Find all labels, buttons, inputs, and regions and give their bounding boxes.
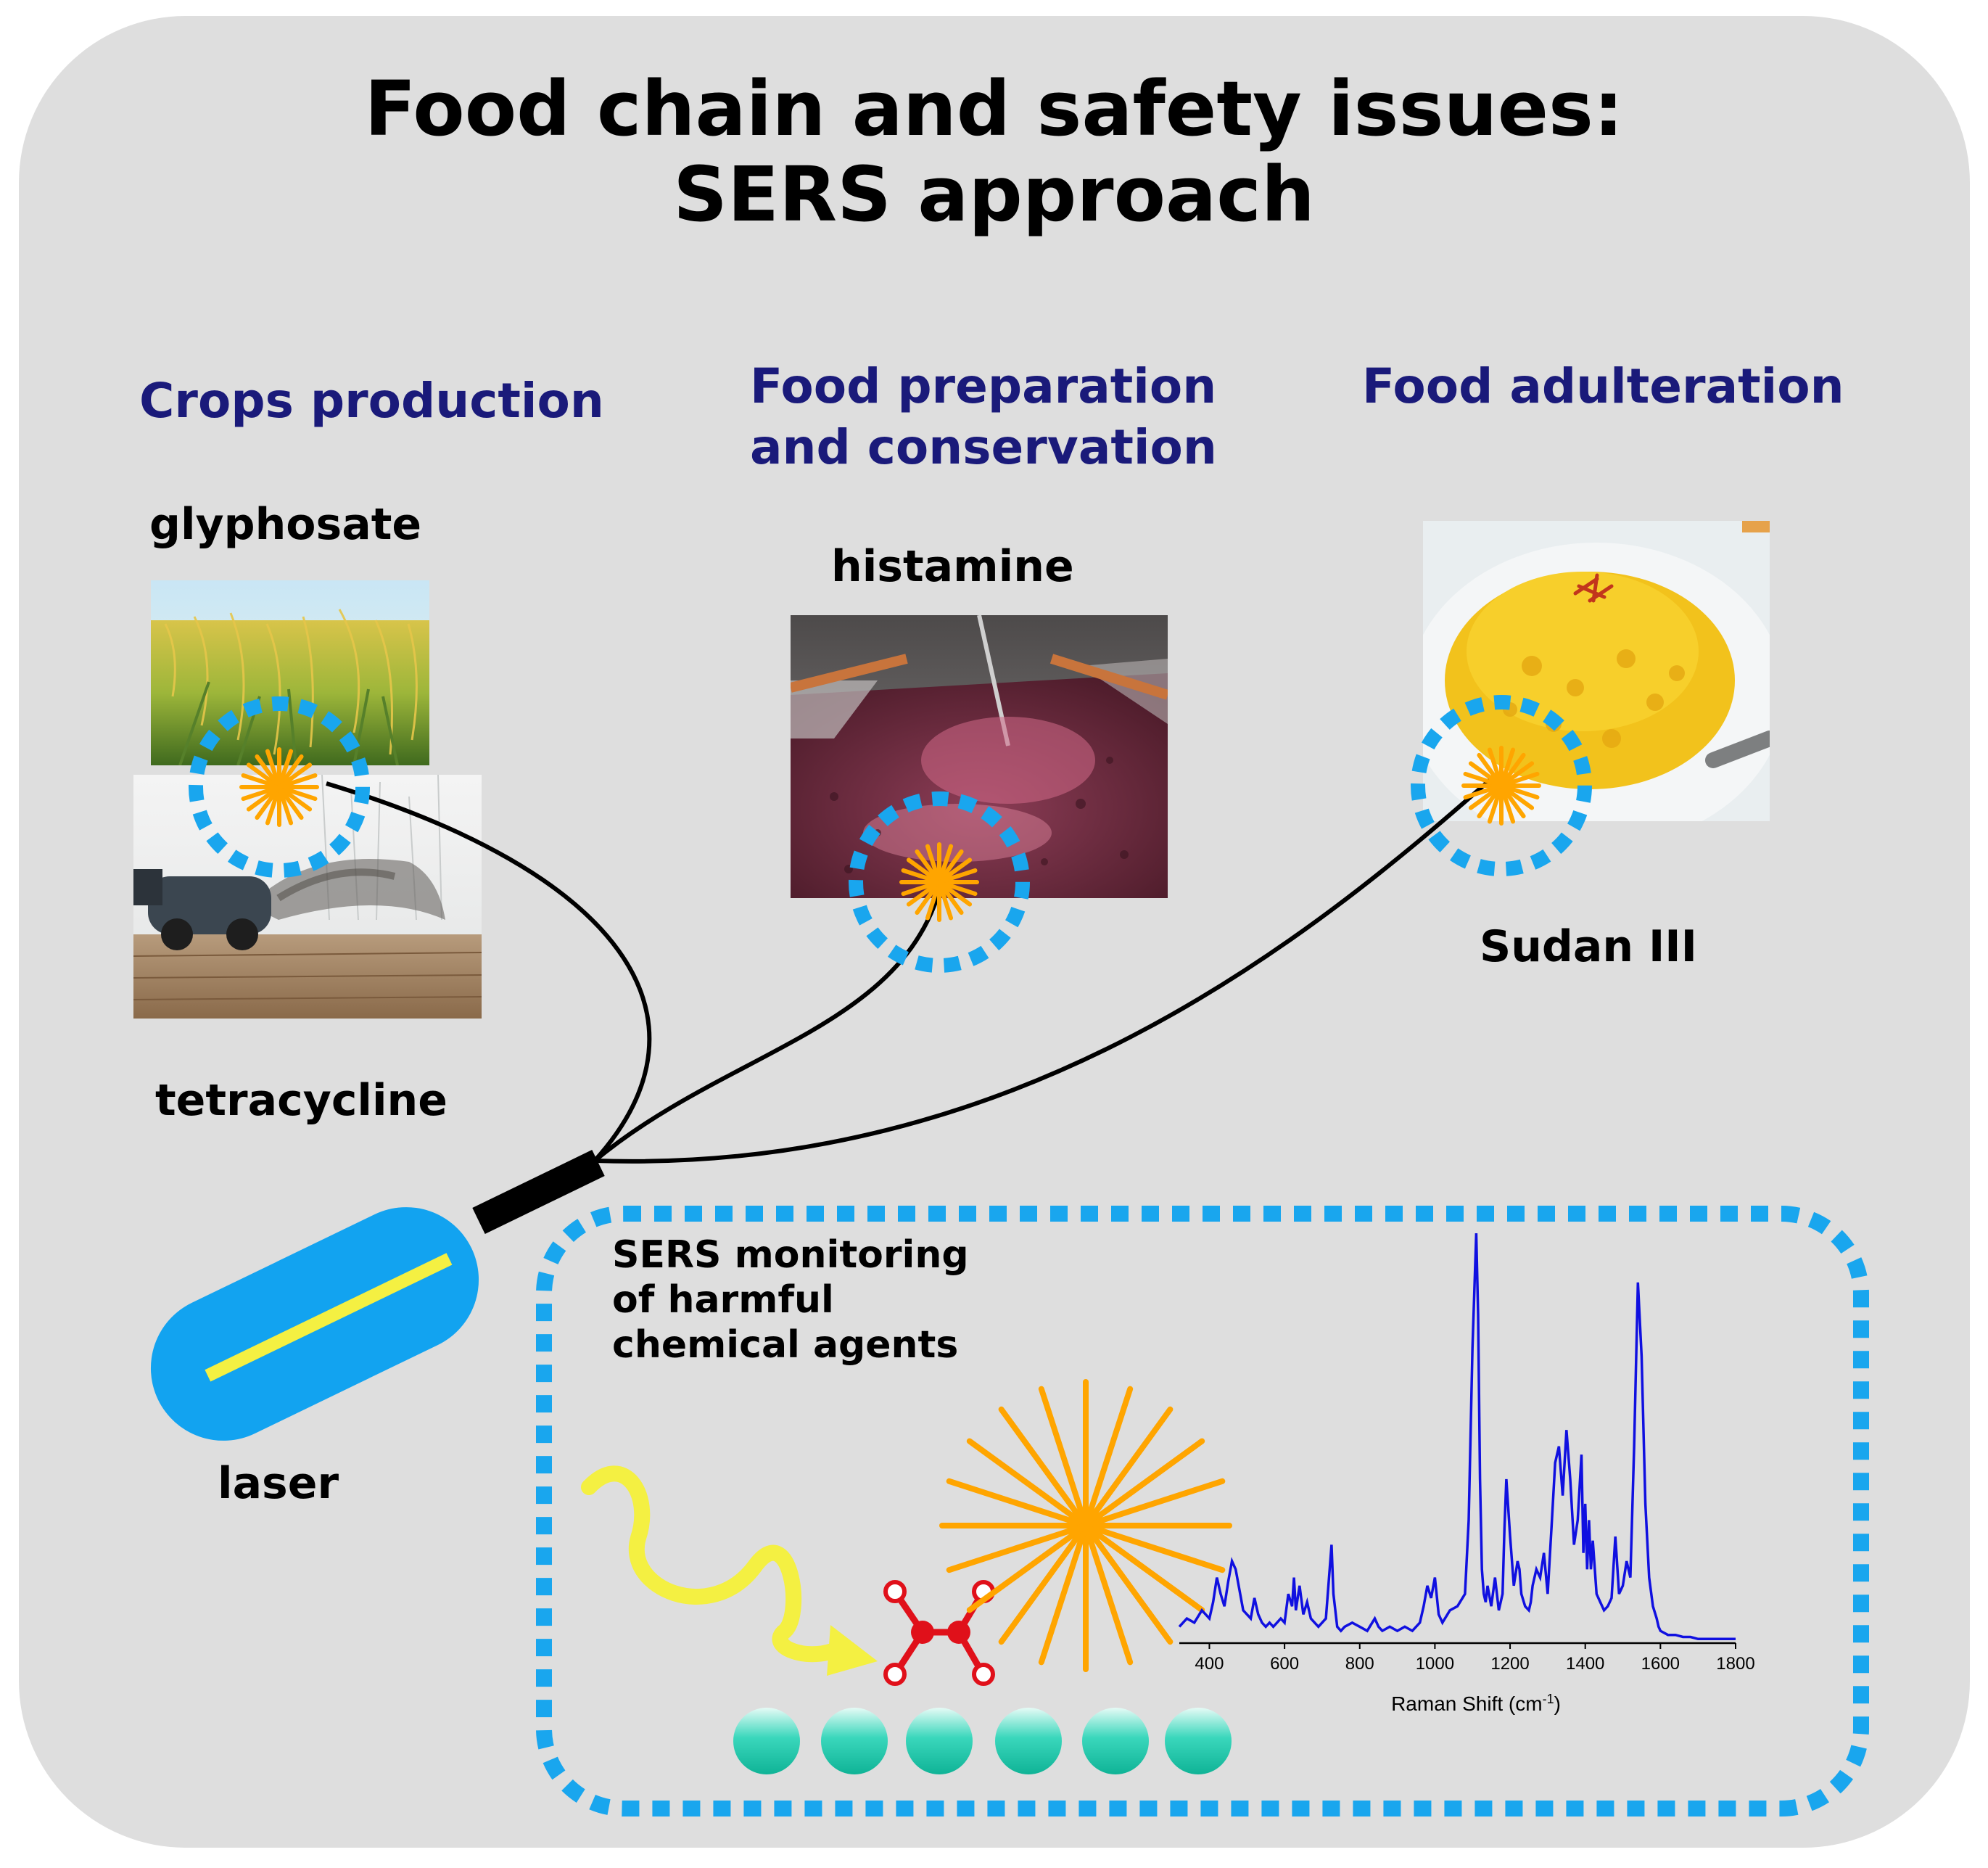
label-laser: laser [218,1458,339,1509]
laser-device [150,1150,605,1441]
label-tetracycline: tetracycline [155,1075,447,1126]
raman-spectrum-chart: 400 600 800 1000 1200 1400 1600 1800 Raman Shif… [1178,1233,1755,1715]
label-histamine: histamine [831,541,1074,592]
molecule-icon [883,1580,995,1686]
saffron-risotto-photo [1423,521,1770,821]
sers-star-crops-icon [239,747,319,827]
x-tick-label: 1200 [1490,1654,1529,1674]
section-food-preparation-line-1: Food preparation [750,358,1217,414]
title-line-2: SERS approach [673,150,1315,239]
photon-arrow [581,1465,878,1676]
section-crops-production: Crops production [139,373,604,429]
monitoring-line-2: of harmful [612,1278,834,1322]
x-tick-label: 1400 [1566,1654,1604,1674]
rice-field-photo [151,580,429,765]
fiber-crops [326,781,652,1163]
optical-fibers [326,774,1496,1164]
nanoparticle-1 [733,1708,800,1774]
nanoparticle-4 [995,1708,1062,1774]
fiber-preparation [593,888,942,1163]
dashed-circle-adulteration [1411,695,1592,876]
monitoring-box [536,1206,1869,1816]
nanoparticle-5 [1082,1708,1149,1774]
x-axis-label: Raman Shift (cm-1) [1391,1692,1561,1715]
nanoparticle-3 [906,1708,973,1774]
section-food-adulteration: Food adulteration [1362,358,1844,414]
x-tick-label: 1800 [1716,1654,1754,1674]
big-sers-star-icon [939,1379,1232,1672]
big-sers-star-rays [939,1379,1232,1672]
nanoparticle-2 [821,1708,888,1774]
label-sudan-iii: Sudan III [1480,921,1697,972]
x-tick-label: 1600 [1641,1654,1680,1674]
monitoring-line-3: chemical agents [612,1323,959,1367]
x-tick-label: 600 [1270,1654,1299,1674]
title-line-1: Food chain and safety issues: [364,65,1624,153]
sers-star-adulteration-icon [1461,746,1541,826]
x-tick-label: 800 [1345,1654,1374,1674]
monitoring-line-1: SERS monitoring [612,1233,969,1277]
x-tick-label: 400 [1195,1654,1224,1674]
label-glyphosate: glyphosate [149,499,422,550]
nanoparticle-row [733,1708,1232,1774]
dashed-circle-crops [189,696,370,878]
spectrum-series-line [1178,1233,1736,1641]
section-food-preparation-line-2: and conservation [750,419,1217,475]
x-tick-label: 1000 [1416,1654,1454,1674]
laser-beam [205,1253,453,1382]
fiber-connector [472,1150,605,1234]
fiber-adulteration [594,774,1496,1164]
wine-fermentation-photo [791,615,1168,898]
dashed-circle-preparation [849,791,1030,973]
nanoparticle-6 [1165,1708,1232,1774]
sers-star-preparation-icon [899,842,979,922]
